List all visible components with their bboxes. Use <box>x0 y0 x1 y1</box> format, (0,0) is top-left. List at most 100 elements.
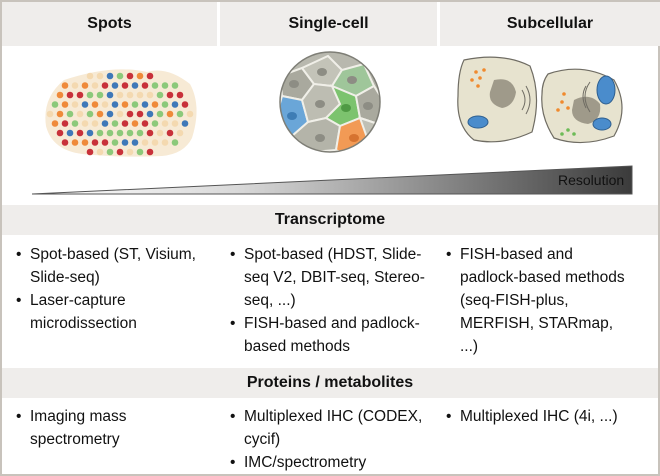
spot-dot <box>141 139 149 146</box>
spot-dot <box>176 91 184 99</box>
spot-dot <box>66 110 74 118</box>
spot-dot <box>166 129 174 137</box>
spot-dot <box>116 129 124 137</box>
spot-dot <box>146 129 154 137</box>
spot-dot <box>86 72 94 80</box>
list-item: Laser-capture microdissection <box>14 289 214 335</box>
subcellular-cells-icon <box>457 56 623 144</box>
spot-dot <box>176 110 184 118</box>
spot-dot <box>96 91 104 99</box>
spot-dot <box>181 101 189 108</box>
spot-dot <box>141 120 149 127</box>
spot-dot <box>96 110 104 118</box>
list-item: IMC/spectrometry <box>228 451 440 474</box>
spot-dot <box>126 72 134 80</box>
spot-dot <box>66 129 74 137</box>
spot-dot <box>121 139 129 146</box>
spot-dot <box>76 129 84 137</box>
spot-dot <box>111 101 119 108</box>
spot-dot <box>106 148 114 156</box>
transcriptome-single-cell-col: Spot-based (HDST, Slide-seq V2, DBIT-seq… <box>228 243 440 358</box>
spot-dot <box>101 82 109 89</box>
spot-dot <box>91 101 99 108</box>
spot-dot <box>81 120 89 127</box>
header-subcellular: Subcellular <box>440 2 660 46</box>
spot-dot <box>101 139 109 146</box>
spot-dot <box>71 101 79 108</box>
spot-dot <box>91 120 99 127</box>
section-title-proteins: Proteins / metabolites <box>2 368 658 398</box>
section-title-transcriptome: Transcriptome <box>2 205 658 235</box>
spot-dot <box>171 101 179 108</box>
spot-dot <box>111 82 119 89</box>
spot-dot <box>151 139 159 146</box>
spot-dot <box>161 120 169 127</box>
list-item: Multiplexed IHC (4i, ...) <box>444 405 654 428</box>
spot-dot <box>136 110 144 118</box>
transcriptome-subcellular-col: FISH-based and padlock-based methods (se… <box>444 243 634 358</box>
spot-dot <box>161 101 169 108</box>
transcriptome-spots-col: Spot-based (ST, Visium, Slide-seq) Laser… <box>14 243 214 335</box>
spot-dot <box>116 91 124 99</box>
list-item: Multiplexed IHC (CODEX, cycif) <box>228 405 440 451</box>
spot-dot <box>66 91 74 99</box>
spot-dot <box>181 120 189 127</box>
header-spots: Spots <box>2 2 217 46</box>
spot-dot <box>76 110 84 118</box>
spot-dot <box>136 148 144 156</box>
spot-dot <box>86 91 94 99</box>
illustration-row <box>31 51 633 195</box>
spot-dot <box>76 91 84 99</box>
header-single-cell: Single-cell <box>220 2 437 46</box>
spot-dot <box>126 110 134 118</box>
spot-dot <box>106 91 114 99</box>
spot-dot <box>96 72 104 80</box>
list-item: Spot-based (HDST, Slide-seq V2, DBIT-seq… <box>228 243 440 312</box>
spot-dot <box>121 101 129 108</box>
spot-dot <box>116 110 124 118</box>
spot-dot <box>136 129 144 137</box>
spot-dot <box>126 129 134 137</box>
spot-dot <box>91 82 99 89</box>
spot-dot <box>106 72 114 80</box>
spot-dot <box>141 82 149 89</box>
spot-dot <box>176 129 184 137</box>
spot-dot <box>131 82 139 89</box>
spot-dot <box>141 101 149 108</box>
spot-dot <box>151 101 159 108</box>
spot-dot <box>171 82 179 89</box>
resolution-wedge <box>31 165 633 195</box>
proteins-subcellular-col: Multiplexed IHC (4i, ...) <box>444 405 654 428</box>
spot-dot <box>116 72 124 80</box>
spot-dot <box>61 101 69 108</box>
spot-dot <box>156 110 164 118</box>
spot-dot <box>71 139 79 146</box>
spot-dot <box>171 139 179 146</box>
proteins-single-cell-col: Multiplexed IHC (CODEX, cycif) IMC/spect… <box>228 405 440 474</box>
list-item: FISH-based and padlock-based methods (se… <box>444 243 634 358</box>
spot-dot <box>56 129 64 137</box>
spot-dot <box>126 148 134 156</box>
spot-dot <box>131 120 139 127</box>
spot-dot <box>61 139 69 146</box>
spot-dot <box>51 101 59 108</box>
spot-dot <box>136 91 144 99</box>
spot-dot <box>71 120 79 127</box>
spot-dot <box>146 110 154 118</box>
spot-dot <box>171 120 179 127</box>
spot-dot <box>151 82 159 89</box>
spot-dot <box>56 91 64 99</box>
spot-dot <box>166 110 174 118</box>
spot-dot <box>156 91 164 99</box>
list-item: Imaging mass spectrometry <box>14 405 214 451</box>
proteins-spots-col: Imaging mass spectrometry <box>14 405 214 451</box>
spot-dot <box>101 120 109 127</box>
spot-dot <box>96 129 104 137</box>
resolution-label: Resolution <box>558 172 625 188</box>
spot-dot <box>126 91 134 99</box>
spot-dot <box>131 139 139 146</box>
spot-dot <box>56 110 64 118</box>
spot-dot <box>116 148 124 156</box>
spot-dot <box>111 120 119 127</box>
